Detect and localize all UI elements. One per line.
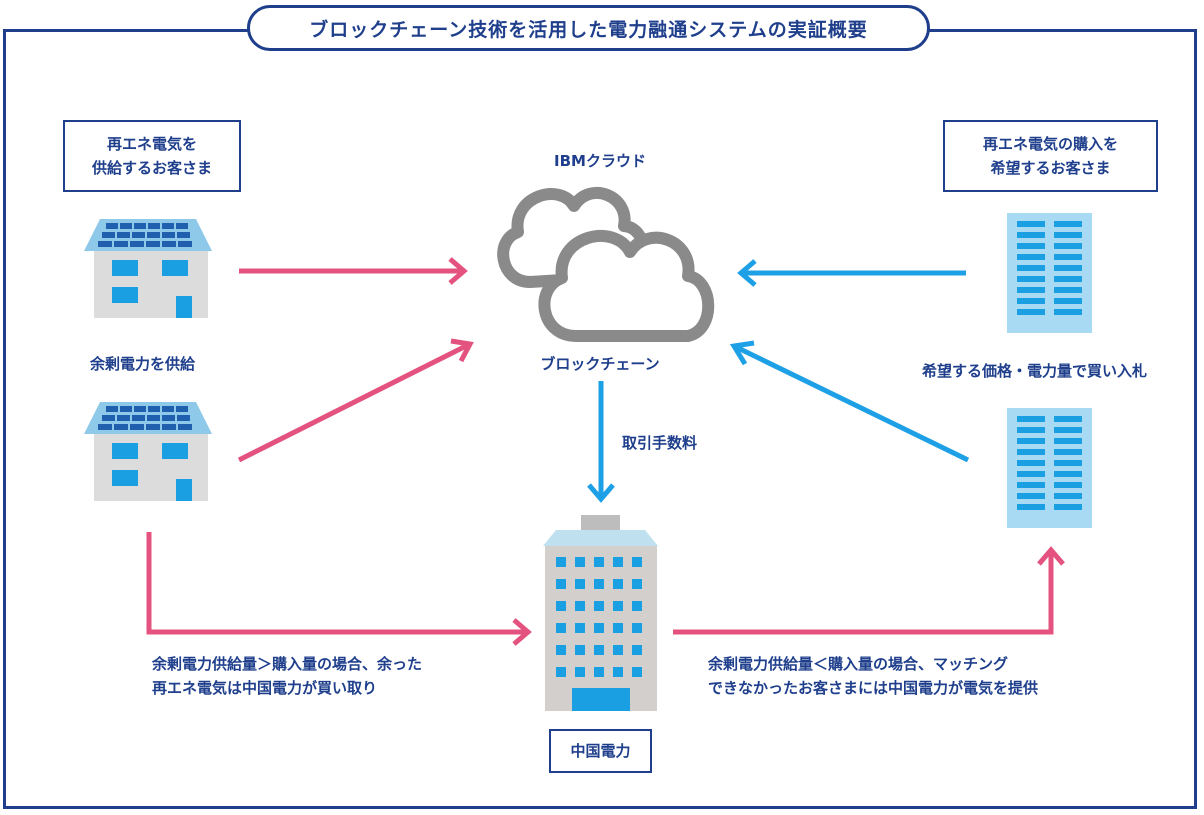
- arrow-buyer2-to-cloud: [729, 340, 970, 463]
- utility-building-icon: [543, 515, 658, 711]
- supplier-label-box: 再エネ電気を 供給するお客さま: [63, 120, 241, 192]
- left-note-line1: 余剰電力供給量＞購入量の場合、余った: [152, 655, 423, 673]
- supplier-caption: 余剰電力を供給: [90, 355, 196, 373]
- supplier-label-line2: 供給するお客さま: [91, 159, 212, 177]
- cloud-top-label: IBMクラウド: [554, 152, 646, 170]
- arrow-house-to-utility: [146, 532, 532, 646]
- fee-label: 取引手数料: [622, 434, 698, 452]
- office-building-icon: [1007, 213, 1092, 333]
- cloud-bottom-label: ブロックチェーン: [540, 355, 660, 373]
- house-icon: [84, 402, 212, 501]
- supplier-label-line1: 再エネ電気を: [106, 135, 197, 153]
- right-note: 余剰電力供給量＜購入量の場合、マッチング できなかったお客さまには中国電力が電気…: [708, 652, 1038, 700]
- office-building-icon: [1007, 408, 1092, 528]
- arrow-utility-to-buyer: [673, 546, 1065, 635]
- arrow-cloud-to-utility: [587, 381, 615, 503]
- arrow-house2-to-cloud: [237, 338, 474, 463]
- right-note-line2: できなかったお客さまには中国電力が電気を提供: [708, 679, 1039, 697]
- diagram-title: ブロックチェーン技術を活用した電力融通システムの実証概要: [247, 5, 930, 51]
- buyer-label-line1: 再エネ電気の購入を: [982, 135, 1118, 153]
- utility-label: 中国電力: [570, 742, 631, 760]
- cloud-icon: [497, 186, 715, 342]
- house-icon: [84, 219, 212, 318]
- arrow-buyer1-to-cloud: [737, 259, 966, 287]
- buyer-caption: 希望する価格・電力量で買い入札: [922, 362, 1148, 380]
- buyer-label-line2: 希望するお客さま: [990, 159, 1111, 177]
- left-note: 余剰電力供給量＞購入量の場合、余った 再エネ電気は中国電力が買い取り: [152, 652, 422, 700]
- left-note-line2: 再エネ電気は中国電力が買い取り: [152, 679, 378, 697]
- buyer-label-box: 再エネ電気の購入を 希望するお客さま: [943, 120, 1158, 192]
- right-note-line1: 余剰電力供給量＜購入量の場合、マッチング: [708, 655, 1009, 673]
- utility-label-box: 中国電力: [549, 729, 652, 773]
- arrow-house1-to-cloud: [239, 257, 468, 285]
